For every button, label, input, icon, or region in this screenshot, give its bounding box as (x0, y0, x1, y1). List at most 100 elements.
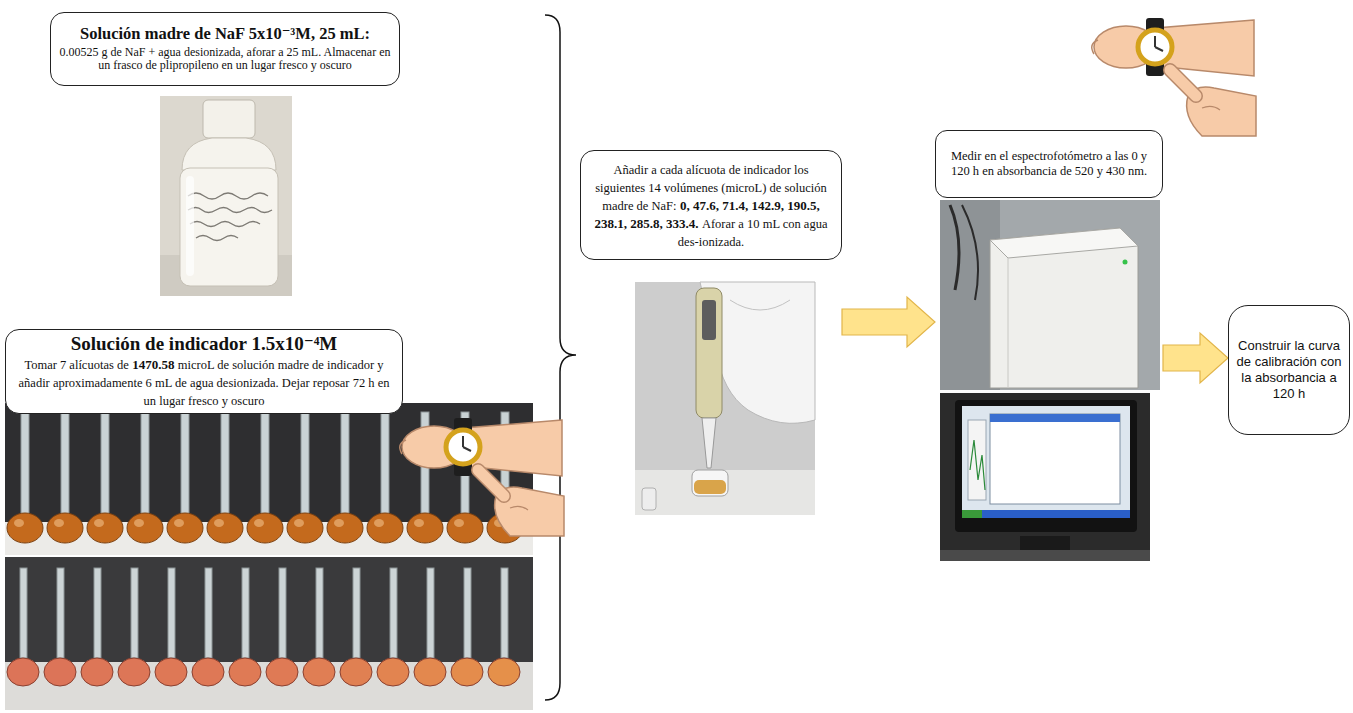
callout-content: Construir la curva de calibración con la… (1235, 338, 1343, 403)
flasks-photo-pink-part-part (155, 658, 187, 686)
bottle-photo (160, 96, 292, 296)
monitor-photo-part (940, 393, 1150, 561)
body-text: Construir la curva de calibración con la… (1235, 338, 1343, 403)
flasks-photo-pink-part-part (390, 568, 397, 658)
flasks-photo-orange-part-part (214, 519, 224, 527)
flasks-photo-pink-part-part (192, 658, 224, 686)
bold-text: Solución madre de NaF 5x10⁻³M, 25 mL: (59, 25, 391, 43)
flasks-photo-pink-part (7, 658, 520, 686)
flasks-photo-pink-part-part (242, 568, 249, 658)
flasks-photo-pink-part-part (131, 568, 138, 658)
callout-box: Solución madre de NaF 5x10⁻³M, 25 mL: 0.0… (50, 12, 400, 86)
bottle-photo-part (188, 193, 268, 199)
flasks-photo-orange-part (14, 519, 504, 527)
flasks-photo-orange-part-part (167, 513, 203, 543)
flasks-photo-pink-part-part (451, 658, 483, 686)
flasks-photo-orange-part-part (287, 513, 323, 543)
flasks-photo-orange-part-part (181, 412, 189, 516)
bottle-photo-part (182, 138, 276, 170)
flasks-photo-pink-part-part (205, 568, 212, 658)
callout-content: Solución de indicador 1.5x10⁻⁴MTomar 7 a… (14, 334, 394, 409)
flasks-photo-pink-part-part (81, 658, 113, 686)
bottle-photo-part (196, 236, 238, 241)
flasks-photo-pink-part-part (414, 658, 446, 686)
spectrophotometer-photo-part (990, 228, 1138, 388)
monitor-photo-part (962, 510, 982, 518)
flasks-photo-orange-part-part (221, 412, 229, 516)
flasks-photo-orange-part (7, 513, 523, 543)
flasks-photo-orange-part-part (261, 412, 269, 516)
monitor-photo (940, 393, 1150, 561)
flasks-photo-orange-part-part (134, 519, 144, 527)
flasks-photo-orange (5, 403, 533, 555)
monitor-photo-part (955, 400, 1137, 532)
body-text: Tomar 7 alícuotas de (24, 358, 128, 372)
curly-bracket (545, 15, 576, 700)
flasks-photo-pink-part-part (57, 568, 64, 658)
flasks-photo-pink-part-part (316, 568, 323, 658)
spectrophotometer-photo-part (950, 205, 959, 290)
flasks-photo-orange-part-part (141, 412, 149, 516)
flasks-photo-pink-part-part (377, 658, 409, 686)
pipette-photo-part (696, 288, 722, 418)
callout-content: Añadir a cada alícuota de indicador los … (589, 160, 833, 250)
flasks-photo-pink-part (5, 557, 533, 710)
flasks-photo-pink-part-part (501, 568, 508, 658)
bottle-photo-part (186, 176, 194, 276)
monitor-photo-part (970, 440, 985, 490)
flasks-photo-pink-part-part (488, 658, 520, 686)
bottle-photo-part (160, 96, 292, 296)
flasks-photo-orange-part-part (414, 519, 424, 527)
flasks-photo-pink-part-part (266, 658, 298, 686)
body-text: Aforar a 10 mL con agua des-ionizada. (678, 217, 828, 249)
flasks-photo-pink-part-part (7, 658, 39, 686)
flasks-photo-orange-part-part (374, 519, 384, 527)
flasks-photo-pink-part-part (353, 568, 360, 658)
body-text: 0.00525 g de NaF + agua desionizada, afo… (59, 46, 391, 73)
monitor-photo-part (1020, 536, 1070, 550)
callout-box: Solución de indicador 1.5x10⁻⁴MTomar 7 a… (5, 329, 403, 414)
monitor-photo-part (940, 550, 1150, 561)
flasks-photo-pink-part-part (279, 568, 286, 658)
flasks-photo-orange-part-part (87, 513, 123, 543)
monitor-photo-part (990, 414, 1120, 504)
pipette-photo-part (642, 488, 656, 510)
flasks-photo-orange-part-part (127, 513, 163, 543)
flasks-photo-orange-part-part (334, 519, 344, 527)
pipette-photo-part (694, 480, 726, 494)
flasks-photo-orange-part-part (247, 513, 283, 543)
callout-content: Medir en el espectrofotómetro a las 0 y … (944, 149, 1154, 179)
flasks-photo-pink (5, 557, 533, 710)
flasks-photo-orange-part-part (54, 519, 64, 527)
flasks-photo-orange-part-part (21, 412, 29, 516)
spectrophotometer-photo-part (1123, 260, 1128, 265)
spectrophotometer-photo-part (990, 228, 1138, 258)
spectrophotometer-photo-part (1008, 258, 1009, 388)
monitor-photo-part (962, 406, 1130, 518)
flasks-photo-orange-part-part (447, 513, 483, 543)
pipette-photo-part (692, 470, 728, 496)
flasks-photo-pink-part-part (464, 568, 471, 658)
flasks-photo-orange-part-part (341, 412, 349, 516)
pipette-photo-part (702, 300, 716, 340)
flasks-photo-orange-part-part (254, 519, 264, 527)
bottle-photo-part (188, 208, 272, 213)
monitor-photo-part (968, 420, 986, 500)
flasks-photo-orange-part-part (407, 513, 443, 543)
bold-text: 1470.58 (132, 357, 174, 372)
watch-hand-icon (400, 418, 564, 536)
flasks-photo-pink-part-part (427, 568, 434, 658)
flasks-photo-orange-part-part (94, 519, 104, 527)
callout-box: Añadir a cada alícuota de indicador los … (580, 150, 842, 260)
monitor-photo-part (962, 510, 1130, 518)
flasks-photo-pink-part (20, 568, 508, 658)
flasks-photo-pink-part-part (20, 568, 27, 658)
pipette-photo-part (635, 470, 815, 515)
callout-box: Medir en el espectrofotómetro a las 0 y … (935, 130, 1163, 198)
spectrophotometer-photo (940, 200, 1160, 390)
bottle-photo-part (190, 222, 260, 227)
flasks-photo-pink-part-part (303, 658, 335, 686)
body-text: Medir en el espectrofotómetro a las 0 y … (944, 149, 1154, 179)
flasks-photo-orange-part-part (174, 519, 184, 527)
